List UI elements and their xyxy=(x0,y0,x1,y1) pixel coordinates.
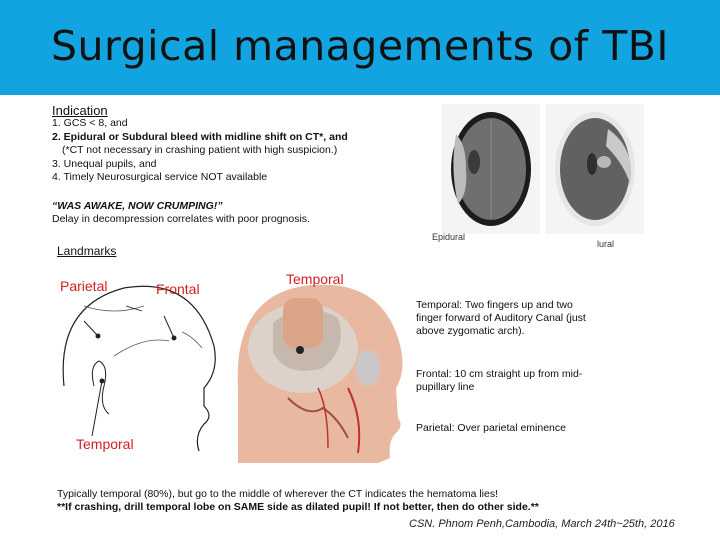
indication-list: 1. GCS < 8, and 2. Epidural or Subdural … xyxy=(52,117,348,185)
slide-title: Surgical managements of TBI xyxy=(50,22,669,70)
ct-scan-epidural xyxy=(442,104,540,234)
ct-caption-left: Epidural xyxy=(432,232,466,242)
indication-note: (*CT not necessary in crashing patient w… xyxy=(62,144,338,156)
title-bar xyxy=(0,0,720,95)
landmarks-heading: Landmarks xyxy=(57,244,117,258)
indication-quote-block: “WAS AWAKE, NOW CRUMPING!” Delay in deco… xyxy=(52,200,310,226)
desc-temporal: Temporal: Two fingers up and two finger … xyxy=(416,299,586,337)
ct-scan-subdural xyxy=(546,104,644,234)
desc-frontal: Frontal: 10 cm straight up from mid-pupi… xyxy=(416,368,583,393)
indication-item-1: 1. GCS < 8, and xyxy=(52,117,128,129)
ct-caption-right: lural xyxy=(597,239,615,249)
awake-quote: “WAS AWAKE, NOW CRUMPING!” xyxy=(52,200,223,212)
indication-item-2: 2. Epidural or Subdural bleed with midli… xyxy=(52,130,348,143)
footer-line-1: Typically temporal (80%), but go to the … xyxy=(57,488,499,500)
label-temporal-bottom: Temporal xyxy=(76,436,134,452)
label-parietal: Parietal xyxy=(60,278,108,294)
head-outline-diagram xyxy=(62,285,216,452)
anatomical-head-illustration xyxy=(237,284,403,463)
indication-item-4: 4. Timely Neurosurgical service NOT avai… xyxy=(52,171,268,183)
footer-line-2: **If crashing, drill temporal lobe on SA… xyxy=(57,501,539,513)
footer-notes: Typically temporal (80%), but go to the … xyxy=(57,488,539,514)
indication-heading: Indication xyxy=(52,103,108,118)
indication-item-3: 3. Unequal pupils, and xyxy=(52,157,157,170)
label-temporal-top: Temporal xyxy=(286,271,344,287)
delay-note: Delay in decompression correlates with p… xyxy=(52,213,310,225)
conference-credit: CSN. Phnom Penh,Cambodia, March 24th~25t… xyxy=(409,518,675,530)
desc-parietal: Parietal: Over parietal eminence xyxy=(416,422,566,434)
label-frontal: Frontal xyxy=(156,281,200,297)
